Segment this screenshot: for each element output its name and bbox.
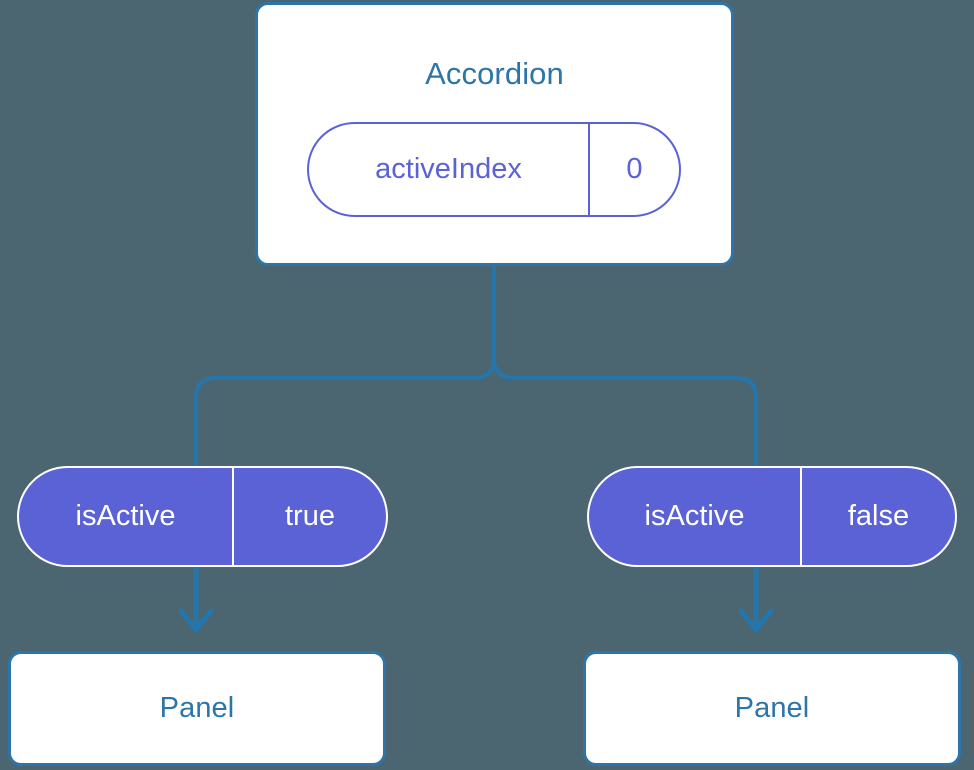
prop-pill-key: isActive — [75, 500, 176, 532]
state-pill-active-index[interactable]: activeIndex 0 — [307, 122, 681, 217]
arrow-left-panel — [178, 564, 214, 633]
panel-title-right: Panel — [734, 692, 810, 724]
state-pill-key: activeIndex — [375, 153, 522, 185]
state-pill-value: 0 — [588, 124, 679, 215]
prop-pill-value: true — [232, 468, 386, 565]
arrow-right-panel — [738, 564, 774, 633]
panel-component-node-left[interactable]: Panel — [8, 651, 386, 766]
prop-pill-key: isActive — [644, 500, 745, 532]
accordion-title: Accordion — [425, 56, 564, 91]
panel-component-node-right[interactable]: Panel — [583, 651, 961, 766]
tree-connector-path-right — [492, 264, 758, 468]
prop-pill-is-active-false[interactable]: isActive false — [587, 466, 957, 567]
tree-connector-path — [194, 264, 496, 468]
panel-title-left: Panel — [159, 692, 235, 724]
prop-pill-is-active-true[interactable]: isActive true — [17, 466, 388, 567]
prop-pill-value: false — [800, 468, 955, 565]
